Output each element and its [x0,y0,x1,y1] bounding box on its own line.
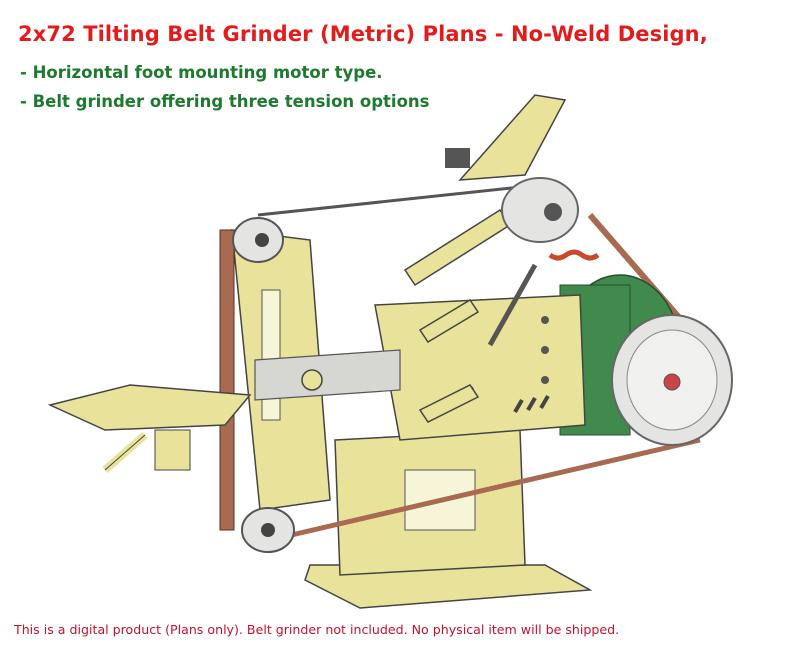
vent-slots [513,394,550,414]
tension-arm-upper [403,208,512,287]
drive-wheel [501,177,579,243]
belt-strip [219,229,235,531]
disclaimer-notice: This is a digital product (Plans only). … [14,622,620,637]
feature-bullet-tension: - Belt grinder offering three tension op… [20,92,430,111]
tension-spring [548,249,600,261]
feature-bullet-motor: - Horizontal foot mounting motor type. [20,63,383,82]
main-housing-plate [374,294,586,441]
tension-arm-lower [418,298,480,344]
top-platen [458,94,567,181]
drive-belt [269,437,701,543]
belt-grinder-illustration [47,94,733,609]
product-title: 2x72 Tilting Belt Grinder (Metric) Plans… [18,22,708,46]
tilt-knob [301,369,323,391]
work-rest-table [47,384,252,431]
